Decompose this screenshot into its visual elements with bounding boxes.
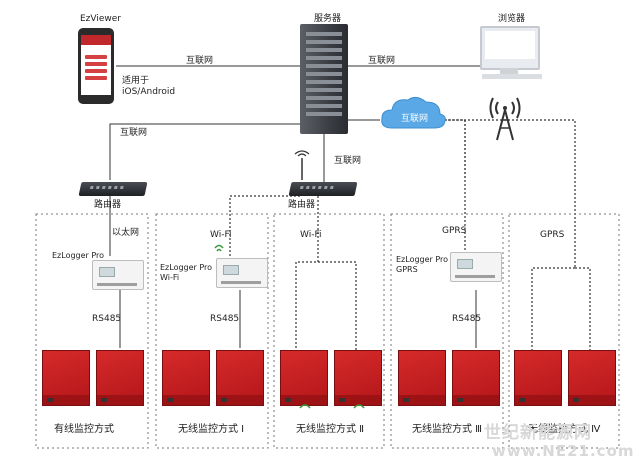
ezviewer-label: EzViewer xyxy=(80,14,122,24)
internet-label-phone-server: 互联网 xyxy=(186,56,214,66)
rs485-label-1: RS485 xyxy=(92,314,122,324)
caption-mode-2: 无线监控方式 Ⅰ xyxy=(178,424,245,435)
inverter xyxy=(42,350,90,406)
logger-3-label-line1: EzLogger Pro xyxy=(396,255,449,264)
server-rack-image xyxy=(300,24,348,134)
internet-label-cloud: 互联网 xyxy=(401,114,429,124)
platform-label-line2: iOS/Android xyxy=(122,87,176,97)
internet-label-router-left: 互联网 xyxy=(120,128,148,138)
cell-tower-icon xyxy=(489,97,521,141)
keyboard-image xyxy=(482,74,542,79)
smartphone-image xyxy=(78,28,114,104)
inverter xyxy=(162,350,210,406)
logger-3-label-line2: GPRS xyxy=(396,265,418,274)
router-left-label: 路由器 xyxy=(94,200,122,210)
caption-mode-1: 有线监控方式 xyxy=(54,424,114,435)
wifi-label-1: Wi-Fi xyxy=(210,230,232,240)
logger-1-label: EzLogger Pro xyxy=(52,251,105,260)
logger-2-label-line2: Wi-Fi xyxy=(160,273,180,282)
cloud-icon xyxy=(381,96,446,129)
caption-mode-5: 无线监控方式 Ⅳ xyxy=(528,424,601,435)
ezlogger-pro-device xyxy=(92,260,144,290)
caption-mode-4: 无线监控方式 Ⅲ xyxy=(412,424,483,435)
router-left-image xyxy=(78,182,148,196)
wifi-icon xyxy=(214,244,224,252)
caption-mode-3: 无线监控方式 Ⅱ xyxy=(296,424,365,435)
internet-label-server-browser: 互联网 xyxy=(368,56,396,66)
watermark-line1: 世纪新能源网 xyxy=(484,423,592,443)
server-label: 服务器 xyxy=(314,14,342,24)
router-right-label: 路由器 xyxy=(288,200,316,210)
monitor-stand xyxy=(500,68,518,74)
logger-2-label-line1: EzLogger Pro xyxy=(160,263,213,272)
ethernet-label: 以太网 xyxy=(112,228,140,238)
internet-label-router-right: 互联网 xyxy=(334,156,362,166)
inverter xyxy=(96,350,144,406)
inverter xyxy=(452,350,500,406)
router-antenna-wifi-icon xyxy=(294,150,310,180)
rs485-label-3: RS485 xyxy=(452,314,482,324)
ezlogger-pro-wifi-device xyxy=(216,258,268,288)
platform-label-line1: 适用于 xyxy=(122,76,150,86)
inverter xyxy=(568,350,616,406)
inverter xyxy=(280,350,328,406)
wifi-icon xyxy=(353,404,365,409)
rs485-label-2: RS485 xyxy=(210,314,240,324)
router-right-image xyxy=(288,182,358,196)
inverter xyxy=(334,350,382,406)
wifi-icon xyxy=(299,404,311,409)
inverter xyxy=(216,350,264,406)
watermark-line2: www.NE21.com xyxy=(492,442,635,460)
ezlogger-pro-gprs-device xyxy=(450,252,502,282)
gprs-label-1: GPRS xyxy=(442,226,467,236)
gprs-label-2: GPRS xyxy=(540,230,565,240)
inverter xyxy=(514,350,562,406)
browser-label: 浏览器 xyxy=(498,14,526,24)
monitor-image xyxy=(480,26,540,70)
inverter xyxy=(398,350,446,406)
wifi-label-2: Wi-Fi xyxy=(300,230,322,240)
